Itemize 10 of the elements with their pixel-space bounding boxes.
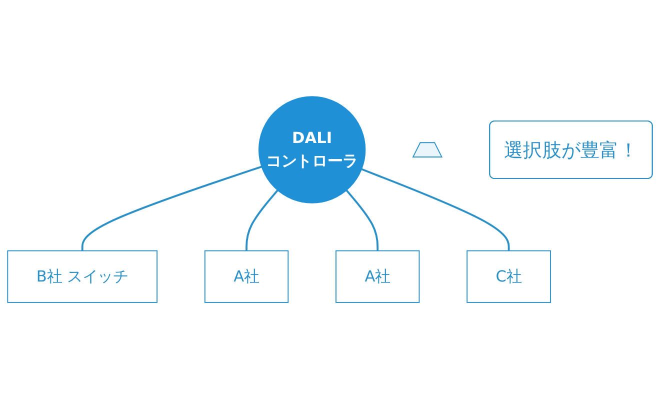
connector xyxy=(361,168,510,252)
connector xyxy=(81,166,262,252)
connector xyxy=(346,190,379,252)
node-circle: DALI コントローラ xyxy=(258,96,366,204)
node-box: C社 xyxy=(466,250,551,304)
node-person xyxy=(412,142,443,158)
node-box: B社 スイッチ xyxy=(7,250,158,304)
node-box: A社 xyxy=(336,250,420,304)
node-box: A社 xyxy=(204,250,289,304)
connector xyxy=(246,190,278,252)
